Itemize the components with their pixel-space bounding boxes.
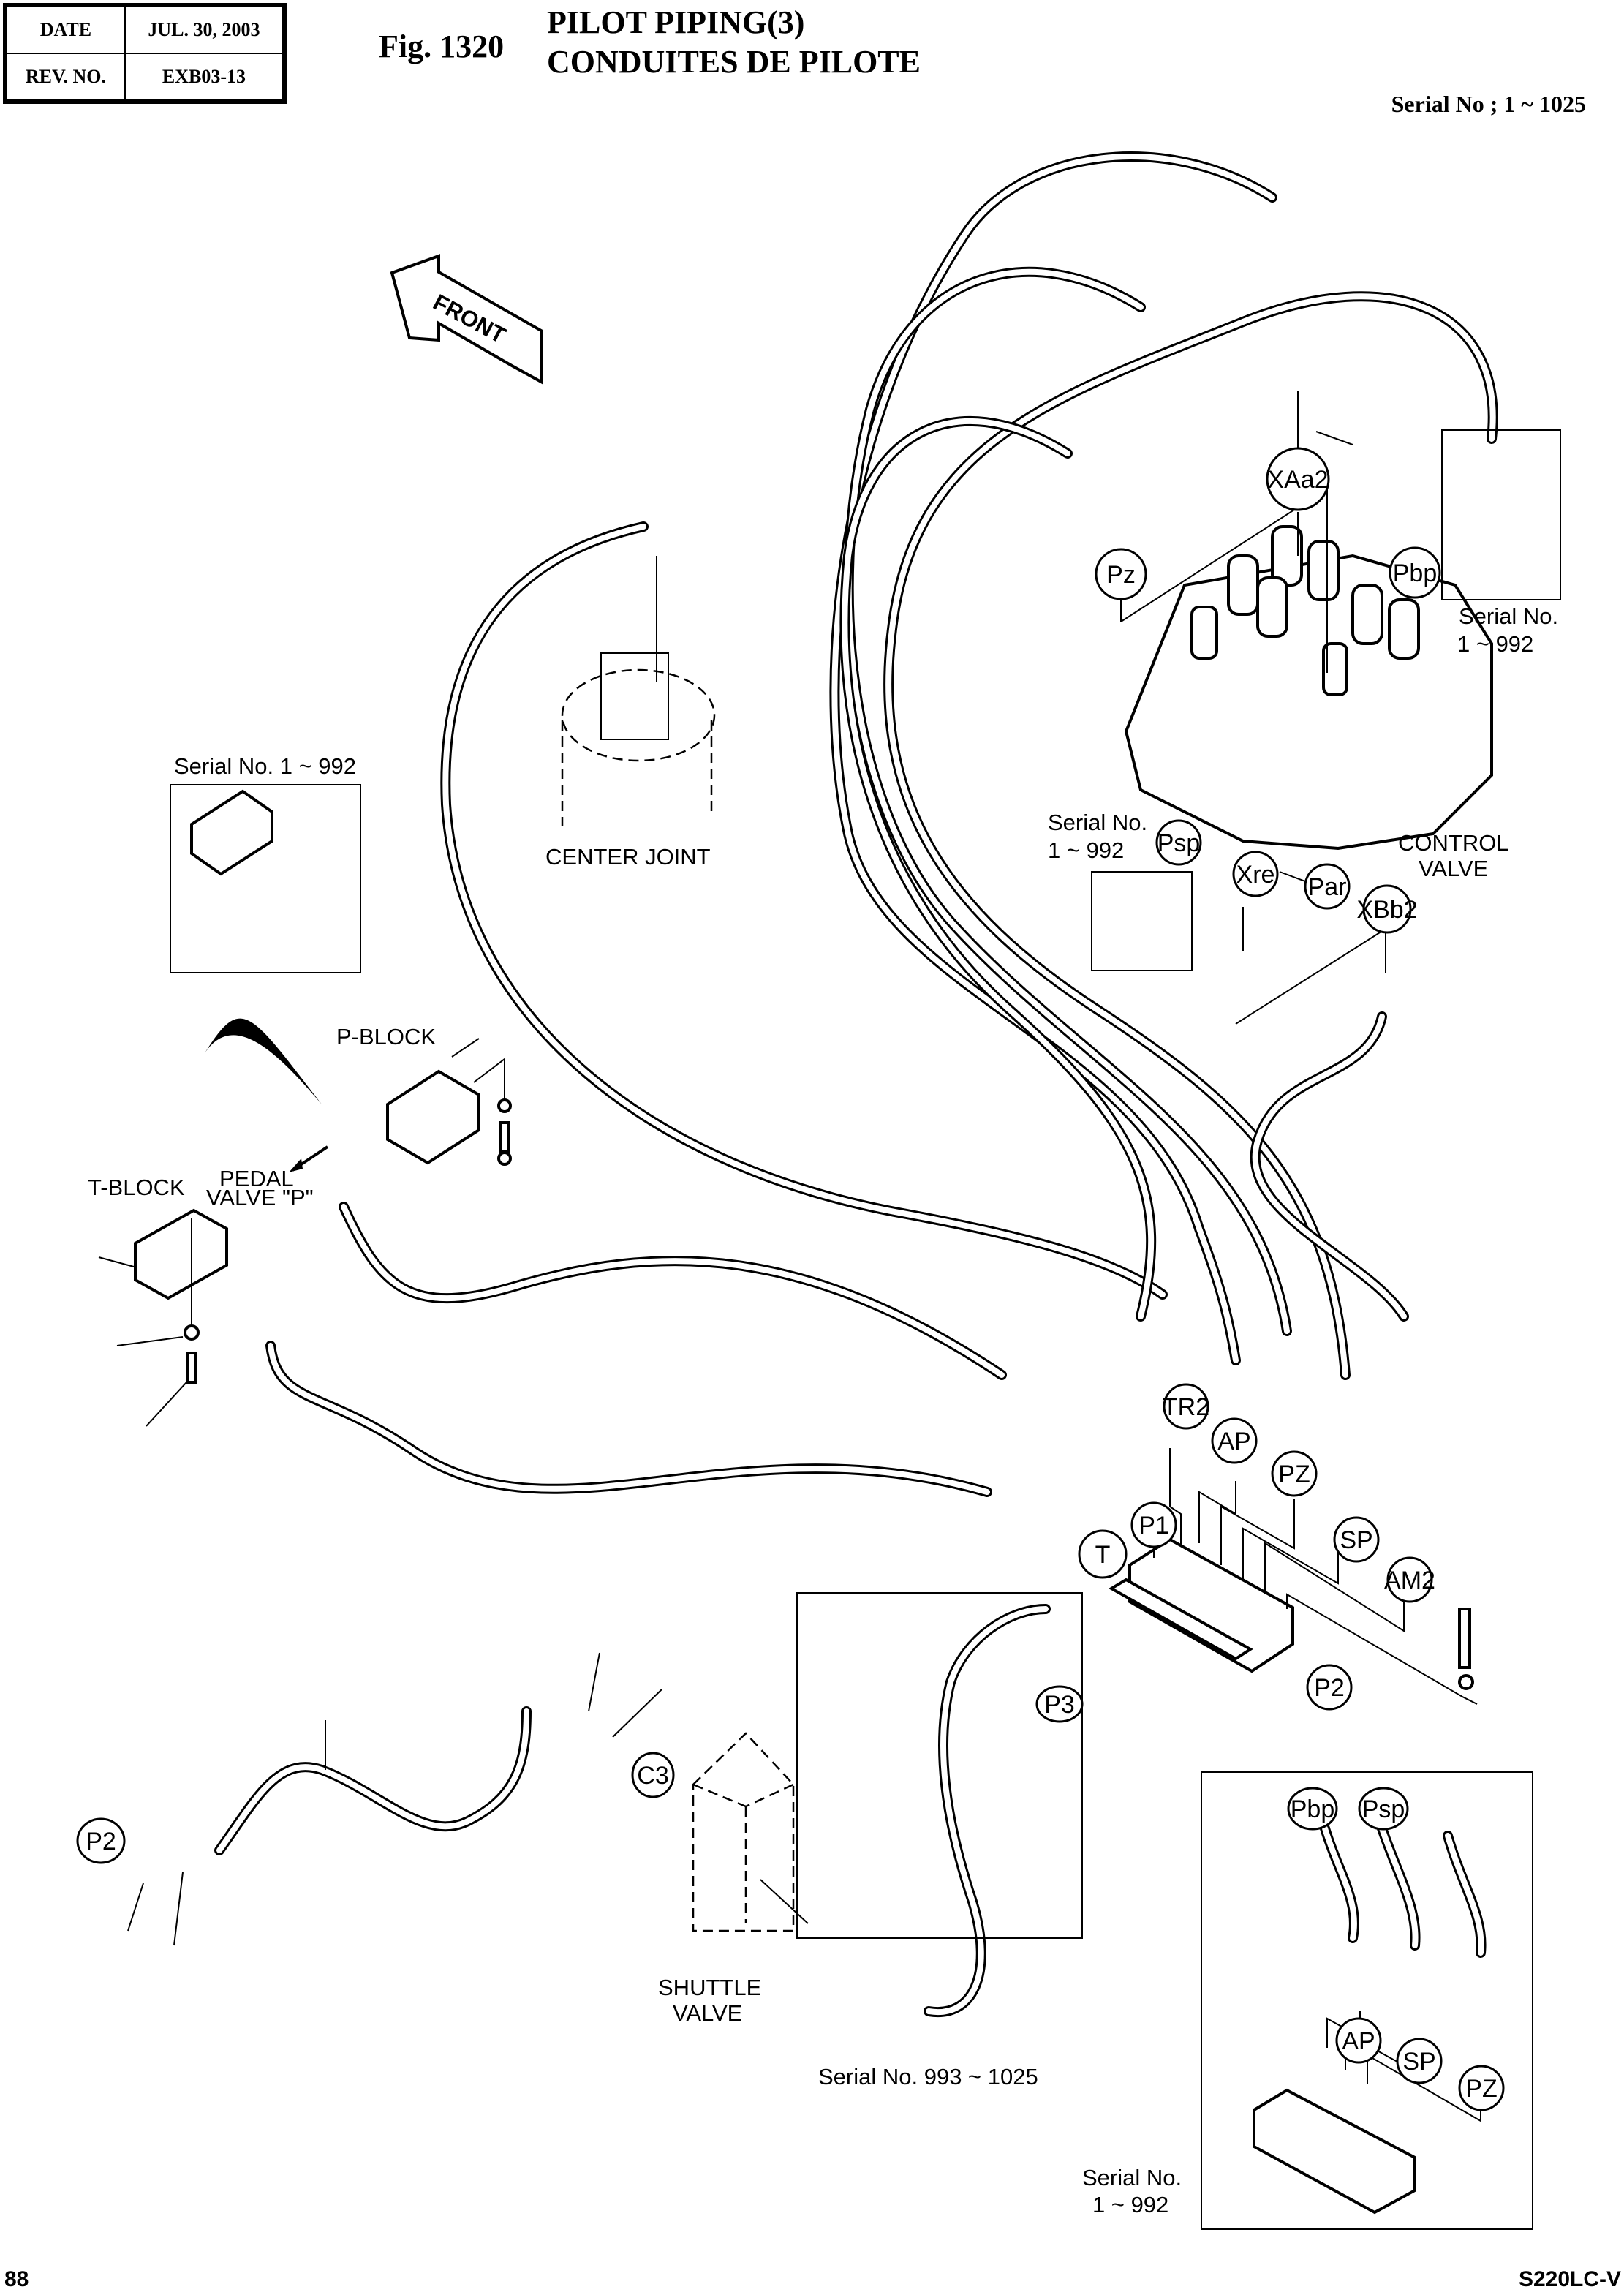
figure-title: PILOT PIPING(3) CONDUITES DE PILOTE <box>547 3 921 82</box>
p3-inset-serial: Serial No. 993 ~ 1025 <box>818 2064 1038 2089</box>
svg-text:XAa2: XAa2 <box>1267 466 1328 494</box>
pblock-inset-box <box>170 784 361 973</box>
page-number: 88 <box>4 2267 29 2291</box>
t-block-label: T-BLOCK <box>88 1175 185 1200</box>
center-joint-label: CENTER JOINT <box>545 844 711 870</box>
port-inset-ap: AP <box>1335 2017 1382 2064</box>
shuttle-valve-label-2: VALVE <box>673 2000 742 2026</box>
control-valve: CONTROL VALVE <box>1124 525 1509 881</box>
svg-text:Pz: Pz <box>1106 561 1136 589</box>
svg-text:SP: SP <box>1402 2048 1435 2076</box>
port-xaa2: XAa2 <box>1266 447 1330 511</box>
svg-text:XBb2: XBb2 <box>1356 896 1417 924</box>
hose-bundle <box>214 151 1498 2018</box>
svg-text:PZ: PZ <box>1278 1461 1310 1488</box>
pedal-valve-label-2: VALVE "P" <box>206 1185 314 1210</box>
port-p1: P1 <box>1130 1501 1177 1548</box>
date-value: JUL. 30, 2003 <box>124 4 286 54</box>
svg-text:SP: SP <box>1340 1526 1372 1554</box>
pbp-inset-serial-2: 1 ~ 992 <box>1457 631 1533 657</box>
port-xbb2: XBb2 <box>1356 884 1418 934</box>
shuttle-valve: SHUTTLE VALVE <box>658 1732 809 2026</box>
port-p2-left: P2 <box>76 1817 126 1864</box>
port-t: T <box>1078 1529 1128 1579</box>
port-p2-manifold: P2 <box>1306 1664 1353 1711</box>
svg-text:P2: P2 <box>1314 1674 1345 1702</box>
port-pz-manifold: PZ <box>1271 1450 1318 1497</box>
serial-range: Serial No ; 1 ~ 1025 <box>1391 91 1586 117</box>
port-xre: Xre <box>1232 851 1279 897</box>
p3-inset-box <box>796 1592 1083 1939</box>
svg-text:AM2: AM2 <box>1384 1567 1435 1594</box>
port-inset-pz: PZ <box>1458 2065 1505 2111</box>
manifold-inset-box <box>1201 1771 1533 2230</box>
title-english: PILOT PIPING(3) <box>547 4 805 40</box>
rev-label: REV. NO. <box>4 53 126 102</box>
date-label: DATE <box>4 4 126 54</box>
title-french: CONDUITES DE PILOTE <box>547 44 921 80</box>
t-block: T-BLOCK <box>88 1175 228 1427</box>
svg-text:Par: Par <box>1308 873 1347 901</box>
pblock-inset-serial: Serial No. 1 ~ 992 <box>174 753 356 779</box>
svg-text:C3: C3 <box>637 1762 668 1790</box>
svg-text:Pbp: Pbp <box>1291 1795 1335 1823</box>
rev-value: EXB03-13 <box>124 53 286 102</box>
control-valve-label-1: CONTROL <box>1398 830 1509 856</box>
port-c3: C3 <box>631 1752 675 1798</box>
port-tr2: TR2 <box>1163 1383 1209 1430</box>
port-am2: AM2 <box>1384 1556 1435 1603</box>
port-p3: P3 <box>1035 1685 1084 1723</box>
svg-text:Psp: Psp <box>1362 1795 1405 1823</box>
psp-inset-serial-2: 1 ~ 992 <box>1048 837 1124 863</box>
svg-text:Pbp: Pbp <box>1393 559 1438 587</box>
pbp-inset-box <box>1441 429 1561 600</box>
reference-arrow-icon <box>205 1018 322 1104</box>
svg-text:P1: P1 <box>1138 1512 1169 1540</box>
figure-number: Fig. 1320 <box>379 29 505 64</box>
shuttle-valve-label-1: SHUTTLE <box>658 1975 761 2000</box>
revision-table: DATE JUL. 30, 2003 REV. NO. EXB03-13 <box>3 3 287 104</box>
pilot-manifold <box>1109 1448 1478 1705</box>
svg-text:AP: AP <box>1217 1428 1250 1455</box>
psp-inset-box <box>1091 871 1193 971</box>
center-joint: CENTER JOINT <box>545 556 716 870</box>
manifold-inset-serial-1: Serial No. <box>1082 2165 1182 2190</box>
port-inset-pbp: Pbp <box>1287 1787 1338 1831</box>
svg-text:T: T <box>1095 1541 1111 1569</box>
p-block: P-BLOCK PEDAL VALVE "P" <box>206 1024 512 1210</box>
washer-icon <box>1458 1674 1474 1690</box>
control-valve-label-2: VALVE <box>1419 856 1488 881</box>
pedal-valve-label-1: PEDAL <box>219 1166 294 1191</box>
svg-text:AP: AP <box>1342 2027 1375 2055</box>
pbp-inset-serial-1: Serial No. <box>1459 603 1558 629</box>
valve-spools <box>1190 525 1420 696</box>
port-inset-sp: SP <box>1396 2038 1443 2084</box>
manifold-inset-serial-2: 1 ~ 992 <box>1092 2192 1168 2217</box>
psp-inset-serial-1: Serial No. <box>1048 810 1147 835</box>
bolt-icon <box>1458 1608 1471 1669</box>
port-inset-psp: Psp <box>1358 1787 1409 1831</box>
p-block-label: P-BLOCK <box>336 1024 436 1049</box>
port-callouts: XAa2 Pz Pbp Psp Xre Par XBb2 TR2 AP PZ P… <box>76 447 1505 2111</box>
front-arrow-icon: FRONT <box>390 254 543 385</box>
port-sp: SP <box>1333 1516 1380 1563</box>
port-pbp: Pbp <box>1389 546 1441 599</box>
port-pz-valve: Pz <box>1095 548 1147 600</box>
port-ap: AP <box>1211 1417 1258 1464</box>
svg-text:P2: P2 <box>86 1828 116 1855</box>
svg-text:P3: P3 <box>1044 1691 1075 1719</box>
svg-text:Xre: Xre <box>1236 861 1275 889</box>
model-number: S220LC-V <box>1518 2267 1621 2291</box>
svg-text:TR2: TR2 <box>1163 1393 1209 1421</box>
port-par: Par <box>1304 863 1351 910</box>
svg-text:PZ: PZ <box>1465 2075 1497 2103</box>
svg-text:Psp: Psp <box>1157 829 1201 857</box>
port-psp: Psp <box>1155 819 1202 866</box>
